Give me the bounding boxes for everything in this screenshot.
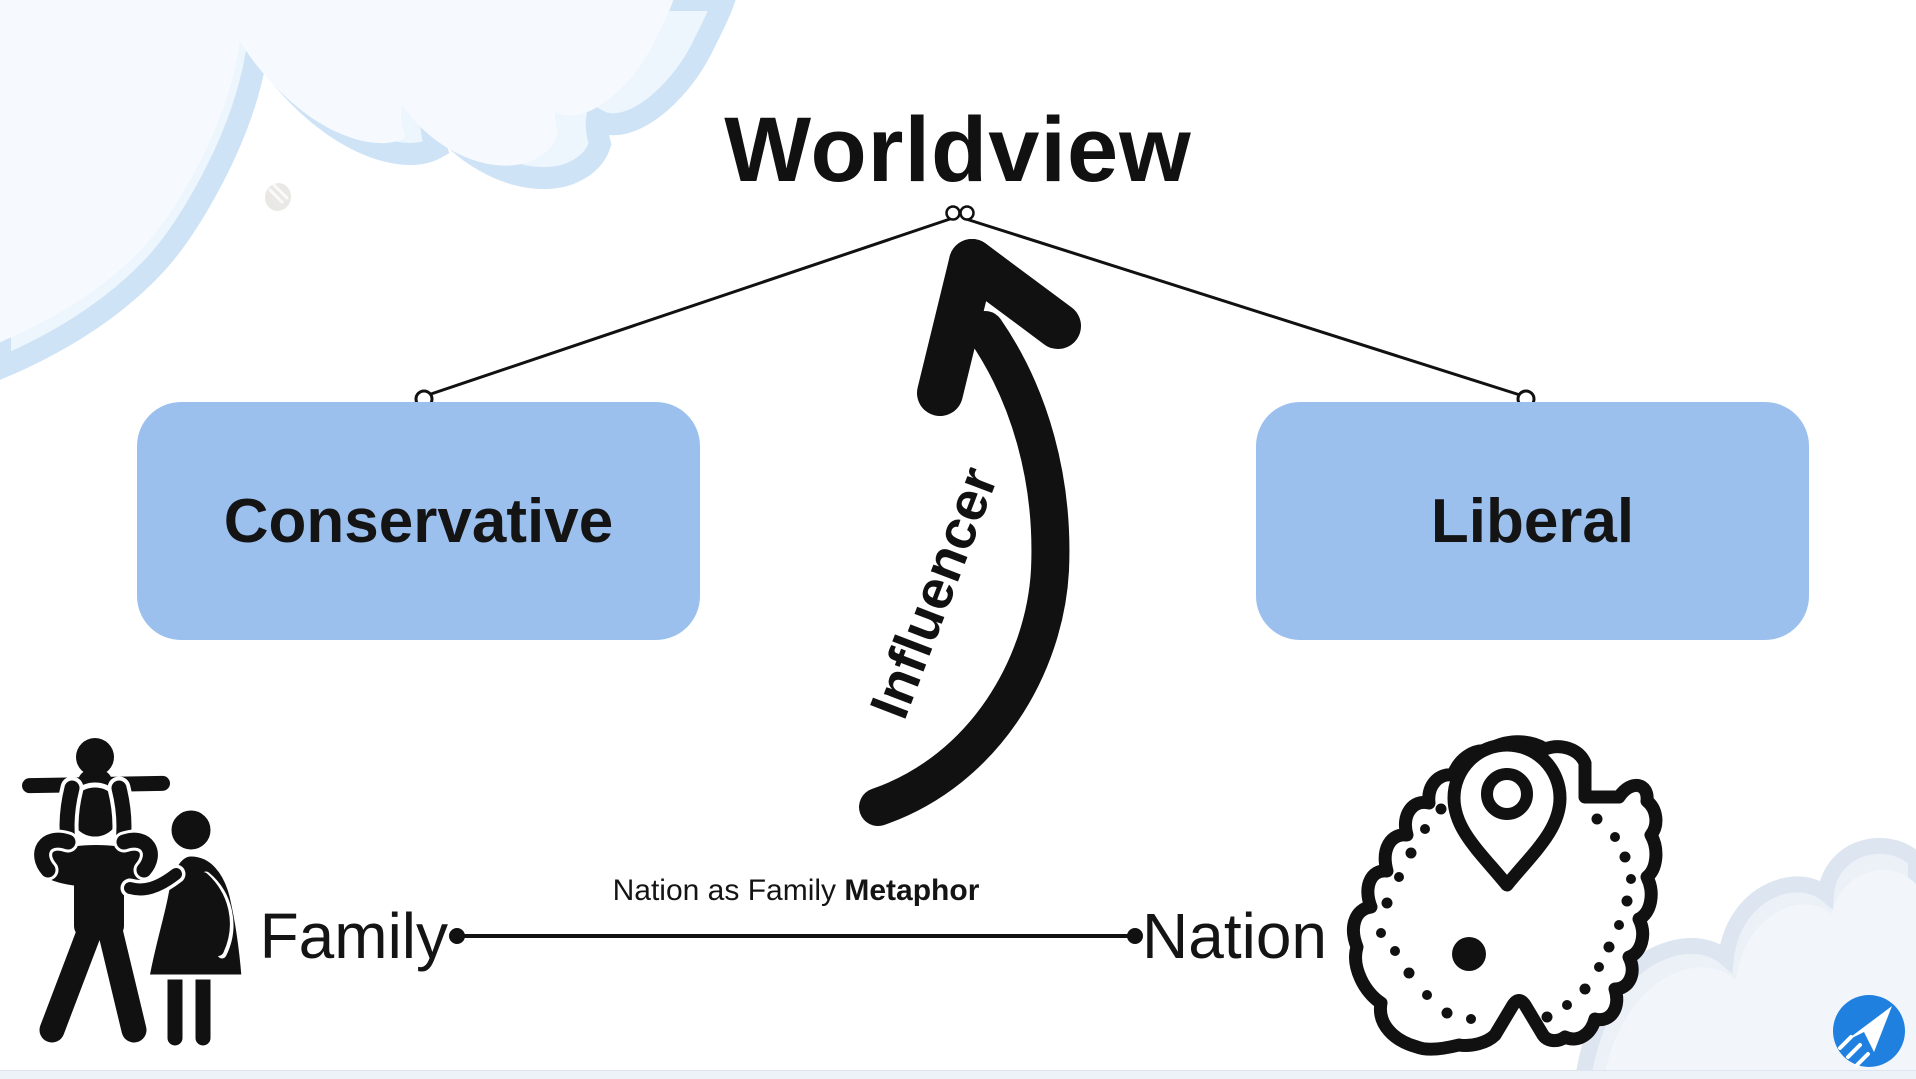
node-conservative: Conservative (137, 402, 700, 640)
map-center-dot (1452, 937, 1486, 971)
pebble-icon (264, 183, 292, 211)
nation-label: Nation (1142, 900, 1327, 972)
cloud-top-left-icon (0, 0, 736, 380)
relation-edge-label: Nation as Family Metaphor (457, 874, 1135, 908)
page-title: Worldview (724, 99, 1192, 201)
node-liberal: Liberal (1256, 402, 1809, 640)
influencer-arrow-icon (859, 239, 1081, 826)
node-conservative-label: Conservative (223, 486, 614, 556)
map-dotted-border (1376, 788, 1636, 1024)
relation-line (449, 928, 1143, 944)
paper-plane-logo (1833, 995, 1905, 1067)
mother-figure (120, 805, 247, 1046)
edge-label-regular: Nation as Family (612, 874, 837, 907)
relation-dot-right (1127, 928, 1143, 944)
apex-connector-dot-left (945, 205, 961, 221)
location-pin-icon (1447, 738, 1567, 892)
apex-connector-dot-right (959, 205, 975, 221)
bottom-strip (0, 1070, 1916, 1079)
family-label: Family (259, 900, 448, 972)
node-liberal-label: Liberal (1430, 486, 1635, 556)
relation-dot-left (449, 928, 465, 944)
nation-map-icon (1347, 735, 1663, 1056)
family-icon (22, 738, 247, 1046)
tree-connectors (414, 205, 1536, 409)
edge-label-bold: Metaphor (844, 874, 980, 907)
